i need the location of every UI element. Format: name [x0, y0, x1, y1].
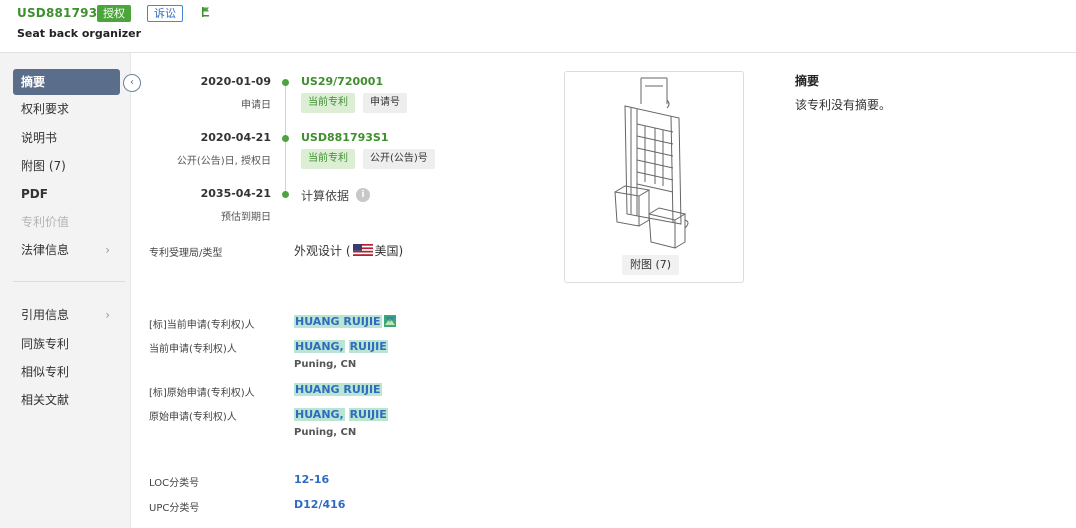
current-applicant[interactable]: HUANG, RUIJIE: [294, 339, 388, 353]
design-type-text: 外观设计 (: [294, 244, 351, 258]
loc-label: LOC分类号: [149, 478, 200, 489]
sidebar-item-label: 附图 (7): [21, 159, 66, 173]
application-date: 2020-01-09: [200, 75, 271, 88]
figure-thumbnail[interactable]: 附图 (7): [564, 71, 744, 283]
timeline-dot: [282, 135, 289, 142]
seat-organizer-drawing: [614, 77, 689, 249]
original-applicant-address: Puning, CN: [294, 427, 357, 438]
std-original-applicant-label: [标]原始申请(专利权)人: [149, 388, 255, 399]
status-badge: 授权: [97, 5, 131, 22]
sidebar-item-label: 权利要求: [21, 102, 70, 116]
sidebar-item-citations[interactable]: 引用信息 ›: [13, 302, 120, 328]
abstract-body: 该专利没有摘要。: [795, 98, 892, 112]
loc-value[interactable]: 12-16: [294, 473, 330, 486]
office-type-value: 外观设计 ( 美国): [294, 242, 403, 259]
publication-number-tag: 公开(公告)号: [363, 149, 435, 169]
applicant-first-name[interactable]: RUIJIE: [348, 340, 388, 353]
upc-value[interactable]: D12/416: [294, 498, 346, 511]
page-header: USD881793S1 授权 诉讼 Seat back organizer: [0, 0, 1076, 53]
sidebar-item-label: 相似专利: [21, 365, 70, 379]
flag-icon[interactable]: [200, 6, 212, 18]
std-current-applicant-label: [标]当前申请(专利权)人: [149, 320, 255, 331]
sidebar-item-label: 摘要: [21, 75, 46, 89]
sidebar-divider: [13, 281, 125, 282]
sidebar-item-abstract[interactable]: 摘要: [13, 69, 120, 95]
current-applicant-label: 当前申请(专利权)人: [149, 344, 237, 355]
chevron-right-icon: ›: [105, 308, 110, 322]
application-number-tag: 申请号: [363, 93, 407, 113]
expiry-date: 2035-04-21: [200, 187, 271, 200]
sidebar-item-label: 相关文献: [21, 393, 70, 407]
publication-number-link[interactable]: USD881793S1: [301, 131, 389, 144]
sidebar-item-label: 法律信息: [21, 243, 70, 257]
current-patent-tag: 当前专利: [301, 93, 355, 113]
company-icon: [383, 315, 396, 327]
original-applicant-label: 原始申请(专利权)人: [149, 412, 237, 423]
us-flag-icon: [352, 244, 373, 256]
applicant-name[interactable]: HUANG RUIJIE: [294, 315, 382, 328]
applicant-last-name[interactable]: HUANG,: [294, 340, 345, 353]
calculation-basis: 计算依据: [301, 189, 350, 203]
original-applicant[interactable]: HUANG, RUIJIE: [294, 407, 388, 421]
applicant-first-name[interactable]: RUIJIE: [348, 408, 388, 421]
std-current-applicant[interactable]: HUANG RUIJIE: [294, 314, 396, 328]
sidebar-item-legal-info[interactable]: 法律信息 ›: [13, 237, 120, 263]
litigation-badge[interactable]: 诉讼: [147, 5, 183, 22]
chevron-left-icon[interactable]: ‹: [123, 74, 141, 92]
sidebar-item-claims[interactable]: 权利要求: [13, 96, 120, 122]
sidebar-item-related-docs[interactable]: 相关文献: [13, 387, 120, 413]
sidebar-item-pdf[interactable]: PDF: [13, 181, 120, 207]
timeline-dot: [282, 191, 289, 198]
sidebar-item-family[interactable]: 同族专利: [13, 331, 120, 357]
figure-caption[interactable]: 附图 (7): [622, 255, 680, 275]
sidebar-item-similar[interactable]: 相似专利: [13, 359, 120, 385]
info-icon[interactable]: i: [356, 188, 370, 202]
sidebar-item-label: PDF: [21, 187, 48, 201]
patent-number: USD881793S1: [17, 6, 115, 20]
sidebar-item-label: 同族专利: [21, 337, 70, 351]
sidebar-item-label: 引用信息: [21, 308, 70, 322]
std-original-applicant[interactable]: HUANG RUIJIE: [294, 382, 382, 396]
patent-title: Seat back organizer: [17, 27, 142, 40]
abstract-title: 摘要: [795, 74, 820, 88]
application-date-label: 申请日: [241, 100, 271, 111]
country-text: 美国): [374, 244, 404, 258]
office-type-label: 专利受理局/类型: [149, 248, 223, 259]
sidebar-item-label: 专利价值: [21, 215, 70, 229]
applicant-name[interactable]: HUANG RUIJIE: [294, 383, 382, 396]
timeline-dot: [282, 79, 289, 86]
publication-date: 2020-04-21: [200, 131, 271, 144]
application-number-link[interactable]: US29/720001: [301, 75, 384, 88]
current-applicant-address: Puning, CN: [294, 359, 357, 370]
sidebar: 摘要 权利要求 说明书 附图 (7) PDF 专利价值 法律信息› 引用信息› …: [0, 53, 131, 528]
upc-label: UPC分类号: [149, 503, 200, 514]
current-patent-tag: 当前专利: [301, 149, 355, 169]
expiry-date-label: 预估到期日: [221, 212, 271, 223]
sidebar-item-patent-value: 专利价值: [13, 209, 120, 235]
sidebar-item-label: 说明书: [21, 131, 58, 145]
publication-date-label: 公开(公告)日, 授权日: [176, 156, 271, 167]
sidebar-item-drawings[interactable]: 附图 (7): [13, 153, 120, 179]
chevron-right-icon: ›: [105, 243, 110, 257]
applicant-last-name[interactable]: HUANG,: [294, 408, 345, 421]
sidebar-item-description[interactable]: 说明书: [13, 125, 120, 151]
